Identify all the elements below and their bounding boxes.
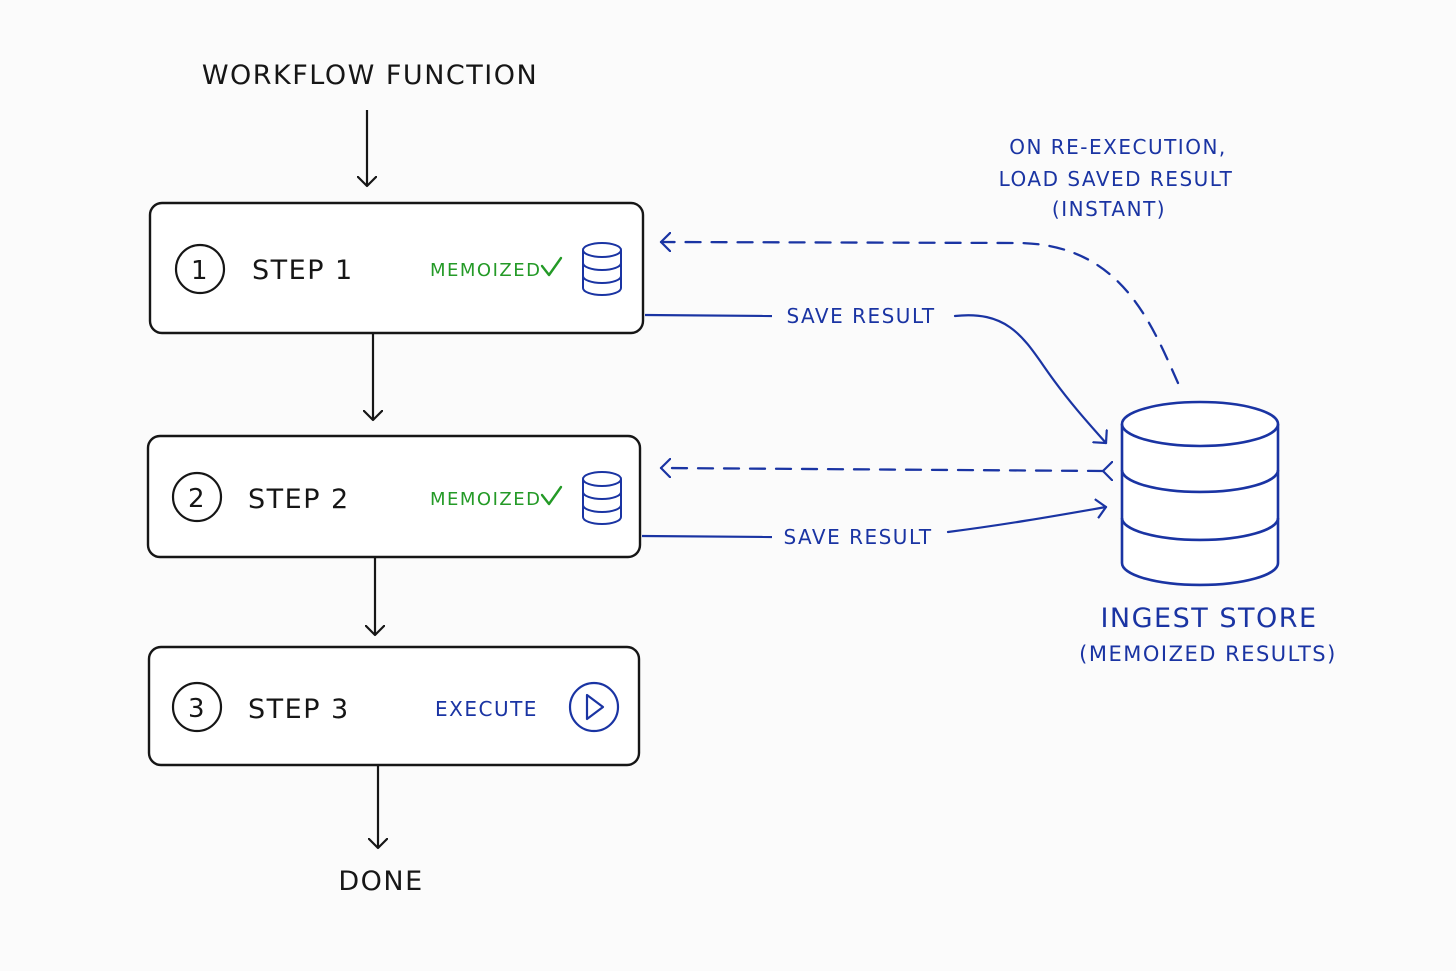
step-2-status: MEMOIZED [430,489,541,510]
play-icon [568,681,620,733]
ingest-store-database-icon [1120,400,1280,587]
step-2-box [146,434,642,559]
step-1-card: 1 STEP 1 MEMOIZED [148,201,645,335]
step-1-box [148,201,645,335]
save-arrow-step-1 [953,314,1106,445]
save-line-step-2 [641,534,773,539]
reexecution-note-line-3: (INSTANT) [1052,197,1166,221]
step-3-number-circle [171,681,223,733]
save-result-label-1: SAVE RESULT [786,304,935,328]
ingest-store-subtitle: (MEMOIZED RESULTS) [1079,642,1337,666]
database-icon [582,471,622,525]
step-1-number-circle [174,243,226,295]
step-2-label: STEP 2 [248,484,350,515]
save-line-step-1 [644,313,773,318]
done-label: DONE [338,866,423,897]
step-1-number: 1 [191,256,209,286]
step-3-card: 3 STEP 3 EXECUTE [147,645,641,767]
step-3-number: 3 [188,694,206,724]
step-2-number: 2 [188,484,206,514]
database-icon [582,242,622,296]
step-1-status: MEMOIZED [430,260,541,281]
reexecution-note-line-2: LOAD SAVED RESULT [999,167,1234,191]
step-3-status: EXECUTE [435,697,538,721]
step-1-label: STEP 1 [252,255,354,286]
step-3-box [147,645,641,767]
step-3-label: STEP 3 [248,694,350,725]
reexecution-note-line-1: ON RE-EXECUTION, [1009,135,1227,159]
checkmark-icon [540,485,563,506]
workflow-function-title: WORKFLOW FUNCTION [202,60,538,91]
step-2-number-circle [171,471,223,523]
ingest-store-title: INGEST STORE [1100,603,1317,634]
load-result-dashed-arrow-step-2 [659,468,1103,471]
load-result-dashed-arrow-step-1 [659,242,1180,385]
checkmark-icon [540,256,563,277]
step-2-card: 2 STEP 2 MEMOIZED [146,434,642,559]
save-result-label-2: SAVE RESULT [783,525,932,549]
save-arrow-step-2 [946,507,1108,534]
